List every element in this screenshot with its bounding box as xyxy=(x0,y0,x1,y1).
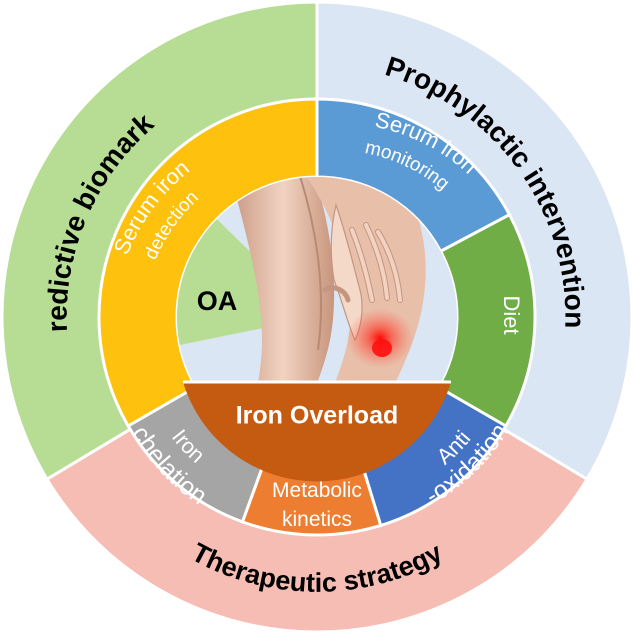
middle-ring xyxy=(97,97,537,537)
metabolic-kinetics-line-2: kinetics xyxy=(282,508,352,531)
diet-label: Diet xyxy=(499,295,524,334)
iron-overload-label: Iron Overload xyxy=(236,402,399,430)
oa-label: OA xyxy=(197,286,238,316)
iron-overload-banner: Iron Overload xyxy=(183,380,451,482)
metabolic-kinetics-line-1: Metabolic xyxy=(272,479,362,502)
